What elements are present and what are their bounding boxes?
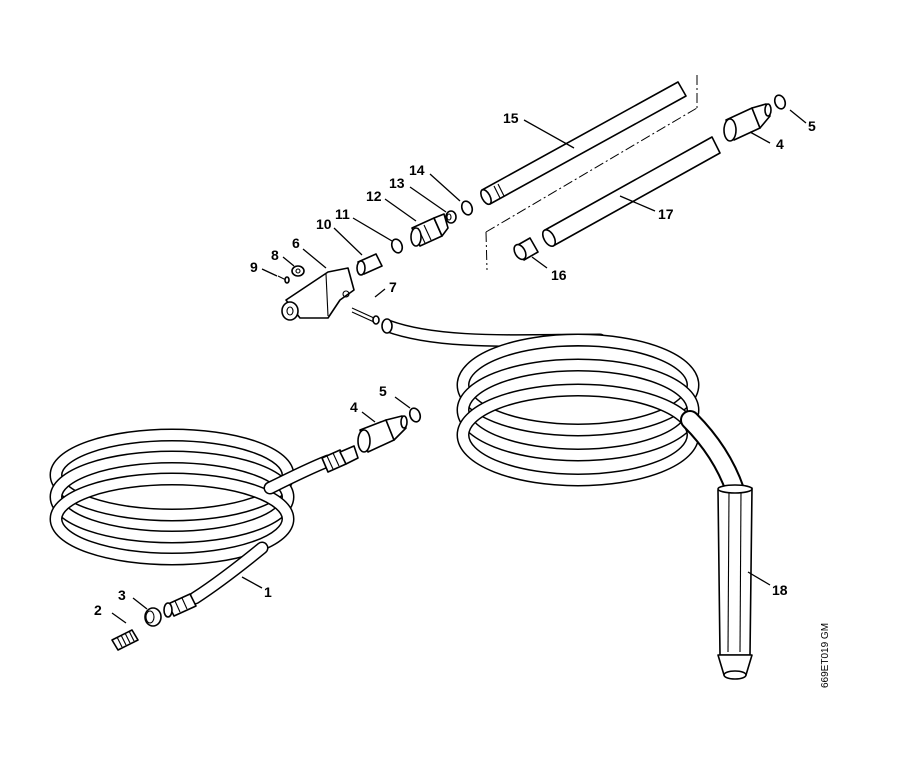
nozzle-part-12 — [410, 213, 449, 247]
callout-4-upper: 4 — [776, 136, 784, 152]
hose-coil-part-18 — [381, 318, 745, 500]
tube-part-15 — [480, 81, 687, 206]
spring-part-2 — [111, 629, 139, 651]
callout-12: 12 — [366, 188, 382, 204]
housing-part-6 — [281, 267, 355, 321]
callout-9: 9 — [250, 259, 258, 275]
o-ring-part-11 — [390, 238, 404, 254]
callout-16: 16 — [551, 267, 567, 283]
callout-14: 14 — [409, 162, 425, 178]
callout-11: 11 — [335, 206, 350, 222]
callout-13: 13 — [389, 175, 405, 191]
callout-4-lower: 4 — [350, 399, 358, 415]
nut-part-3 — [144, 607, 162, 627]
lance-part-18 — [717, 484, 753, 680]
callout-1: 1 — [264, 584, 272, 600]
callout-3: 3 — [118, 587, 126, 603]
callout-15: 15 — [503, 110, 519, 126]
reference-box — [485, 75, 698, 271]
sleeve-part-16 — [513, 237, 539, 261]
callout-5-lower: 5 — [379, 383, 387, 399]
callout-17: 17 — [658, 206, 674, 222]
coupler-part-4-upper — [723, 103, 772, 142]
callout-10: 10 — [316, 216, 332, 232]
nut-part-8 — [291, 265, 305, 277]
screw-part-7 — [351, 307, 380, 325]
drawing-code: 669ET019 GM — [820, 623, 831, 688]
hose-fitting-upper — [321, 445, 359, 473]
hose-fitting-lower — [163, 593, 197, 618]
callout-2: 2 — [94, 602, 102, 618]
o-ring-part-5-lower — [408, 407, 422, 423]
callout-8: 8 — [271, 247, 279, 263]
callout-5-upper: 5 — [808, 118, 816, 134]
tube-part-17 — [541, 136, 721, 247]
o-ring-part-5-upper — [773, 94, 787, 110]
nut-part-13 — [445, 210, 457, 224]
leader-lines — [111, 109, 807, 624]
screw-part-9 — [277, 275, 290, 284]
hose-coil-part-1 — [49, 428, 335, 605]
callout-18: 18 — [772, 582, 788, 598]
callout-6: 6 — [292, 235, 300, 251]
coupler-part-4-lower — [357, 415, 408, 453]
washer-part-14 — [460, 200, 474, 216]
callout-7: 7 — [389, 279, 397, 295]
insert-part-10 — [356, 253, 383, 276]
